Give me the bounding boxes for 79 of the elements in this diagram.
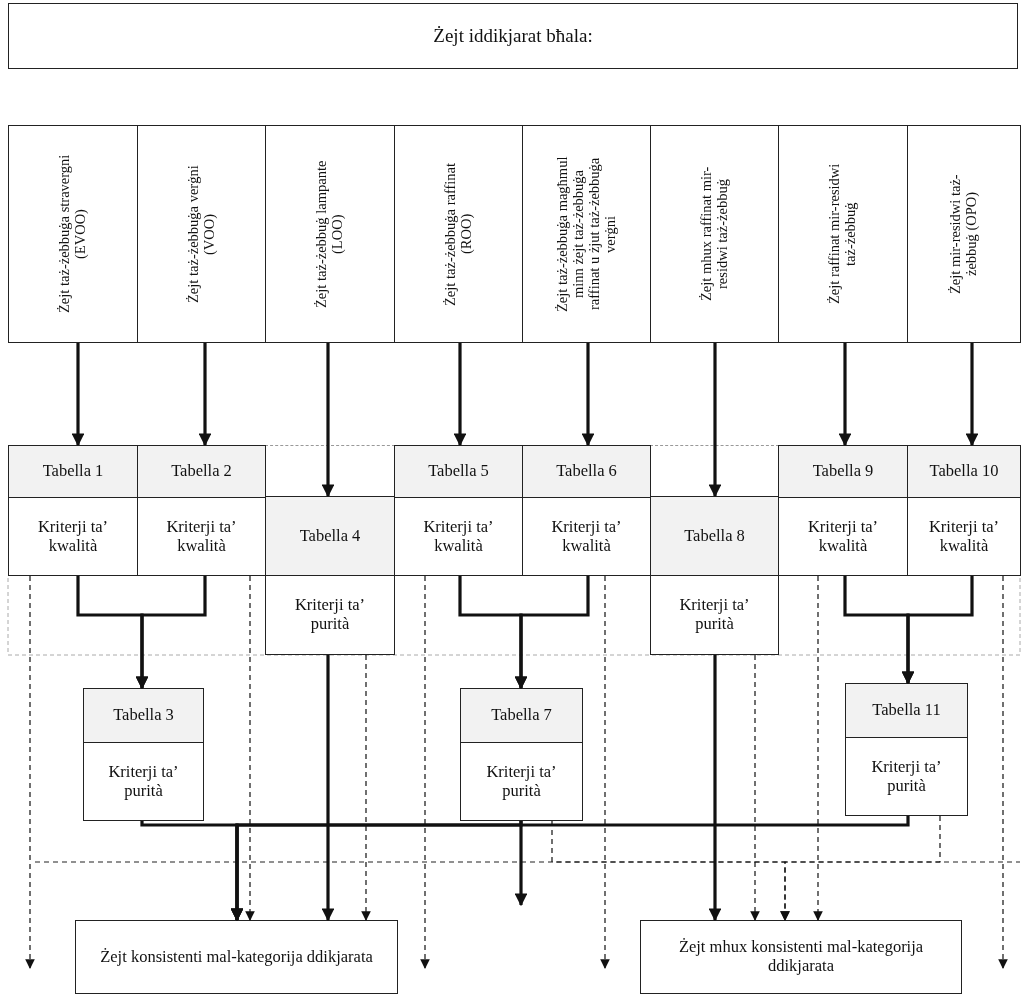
dashed-arrow (750, 654, 760, 921)
dashed-arrow (813, 575, 823, 921)
result-box (75, 920, 398, 994)
criteria-label: Kriterji ta’ kwalità (165, 517, 238, 556)
category-label: Żejt taż-żebbuġa verġni (VOO) (185, 164, 218, 305)
table-header: Tabella 8 (684, 526, 745, 546)
table-box (522, 445, 651, 576)
result-box (640, 920, 962, 994)
criteria-label: Kriterji ta’ kwalità (806, 517, 880, 556)
table-box (394, 445, 523, 576)
table-header: Tabella 5 (428, 462, 489, 481)
dashed-arrow (780, 815, 941, 921)
arrow (514, 576, 590, 690)
category-label: Żejt mhux raffinat mir-residwi taż-żebbuġ (698, 165, 731, 304)
criteria-label: Kriterji ta’ purità (293, 596, 367, 634)
category-box (778, 125, 908, 343)
table-box (845, 683, 968, 816)
title-text: Żejt iddikjarat bħala: (433, 25, 593, 47)
table-header: Tabella 3 (113, 706, 174, 725)
arrow (230, 816, 910, 922)
category-box (265, 125, 395, 343)
table-header: Tabella 6 (556, 462, 617, 481)
arrow (453, 343, 467, 447)
category-box (907, 125, 1021, 343)
criteria-label: Kriterji ta’ kwalità (422, 517, 495, 556)
category-label: Żejt taż-żebbuġa stravergni (EVOO) (57, 154, 89, 314)
table-box (907, 445, 1021, 576)
arrow (71, 343, 85, 447)
dashed-arrow (998, 575, 1008, 969)
arrow (965, 343, 979, 447)
table-header: Tabella 11 (872, 701, 941, 720)
arrow (198, 343, 212, 447)
arrow (708, 343, 722, 498)
arrow (838, 343, 852, 447)
category-box (137, 125, 266, 343)
table-header: Tabella 2 (171, 462, 232, 481)
criteria-label: Kriterji ta’ purità (485, 762, 558, 801)
criteria-label: Kriterji ta’ kwalità (927, 517, 1001, 556)
table-box (83, 688, 204, 821)
category-box (394, 125, 523, 343)
title-box (8, 3, 1018, 69)
criteria-label: Kriterji ta’ purità (107, 762, 180, 801)
dashed-arrow (600, 575, 610, 969)
result-label: Żejt mhux konsistenti mal-kategorija ddikjarata (677, 938, 925, 976)
table-header: Tabella 7 (491, 706, 552, 725)
arrow (514, 821, 528, 907)
category-label: Żejt taż-żebbuġa magħmul minn żejt taż-żebbuġa raffinat u żjut taż-żebbuġa verġni (554, 155, 619, 314)
dashed-arrow (25, 575, 35, 969)
table-box (460, 688, 583, 821)
criteria-label: Kriterji ta’ kwalità (36, 517, 110, 556)
category-label: Żejt mir-residwi taż-żebbuġ (OPO) (948, 173, 980, 296)
table-header: Tabella 9 (812, 462, 874, 481)
table-header: Tabella 10 (929, 462, 999, 481)
arrow (708, 655, 722, 922)
table-header: Tabella 4 (299, 526, 361, 546)
arrow (581, 343, 595, 447)
criteria-label: Kriterji ta’ purità (870, 757, 943, 796)
criteria-label: Kriterji ta’ purità (678, 596, 751, 634)
category-label: Żejt taż-żebbuġa raffinat (ROO) (442, 161, 475, 308)
arrow (321, 343, 335, 498)
dashed-arrow (245, 575, 255, 921)
table-box (137, 445, 266, 576)
dashed-arrow (361, 654, 371, 921)
category-box (650, 125, 779, 343)
arrow (321, 655, 335, 922)
category-label: Żejt taż-żebbuġ lampante (LOO) (314, 159, 346, 310)
category-box (8, 125, 138, 343)
table-box (650, 496, 779, 655)
dashed-arrow (420, 575, 430, 969)
criteria-label: Kriterji ta’ kwalità (550, 517, 623, 556)
category-label: Żejt raffinat mir-residwi taż-żebbuġ (827, 162, 859, 307)
result-label: Żejt konsistenti mal-kategorija ddikjarata (100, 947, 373, 967)
table-box (8, 445, 138, 576)
arrow (135, 576, 207, 690)
arrow (901, 576, 974, 685)
table-header: Tabella 1 (42, 462, 104, 481)
table-box (778, 445, 908, 576)
category-box (522, 125, 651, 343)
table-box (265, 496, 395, 655)
